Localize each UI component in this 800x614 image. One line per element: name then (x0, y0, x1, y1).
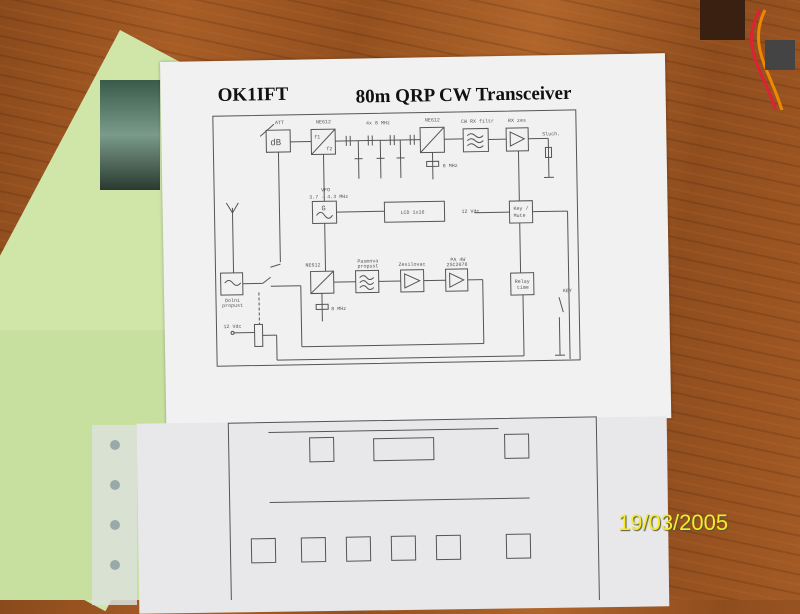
date-stamp: 19/03/2005 (618, 510, 728, 536)
